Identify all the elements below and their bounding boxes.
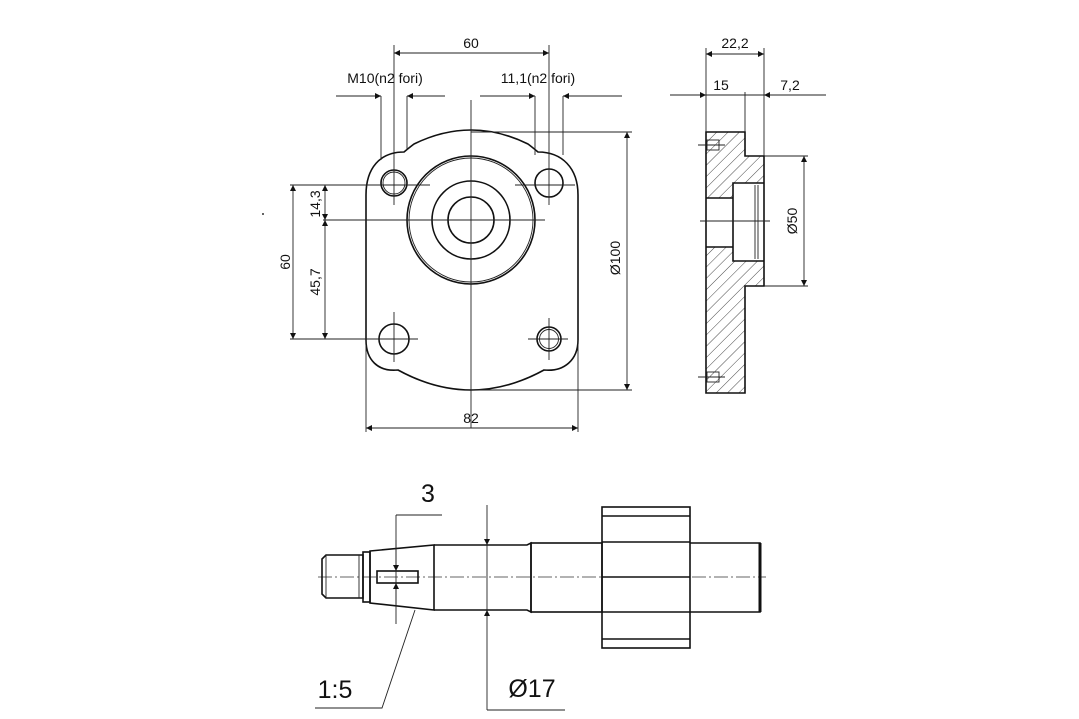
bore-outline — [706, 182, 764, 262]
dim-boss-thickness: 7,2 — [780, 77, 800, 93]
stray-dot — [262, 213, 264, 215]
shaft-end — [690, 542, 761, 613]
front-view: 60 M10(n2 fori) 11,1(n2 fori) 60 14,3 45… — [277, 35, 632, 432]
dim-boss-diameter: Ø50 — [784, 208, 800, 235]
shaft-view: 3 Ø17 1:5 — [315, 480, 766, 711]
dim-total-thickness: 22,2 — [721, 35, 748, 51]
dim-upper-offset: 14,3 — [307, 190, 323, 217]
dim-hole-spacing-top: 60 — [463, 35, 479, 51]
dim-key-width: 3 — [421, 480, 435, 508]
tapered-section — [369, 544, 435, 611]
dim-flange-thickness: 15 — [713, 77, 729, 93]
dim-width: 82 — [463, 410, 479, 426]
section-hatch — [706, 132, 764, 393]
threaded-end — [321, 554, 364, 599]
flange-outline — [365, 129, 579, 391]
dim-shaft-diameter: Ø17 — [508, 675, 555, 703]
side-section-view: 22,2 15 7,2 Ø50 — [670, 35, 826, 394]
dim-height-diameter: Ø100 — [607, 241, 623, 275]
dim-hole-spacing-left: 60 — [277, 254, 293, 270]
taper-leader — [315, 609, 416, 709]
shaft-journal — [434, 541, 532, 614]
dim-threaded-holes: M10(n2 fori) — [347, 70, 422, 86]
dim-taper: 1:5 — [318, 676, 353, 704]
dim-lower-offset: 45,7 — [307, 268, 323, 295]
shaft-step — [530, 542, 603, 613]
dim-through-holes: 11,1(n2 fori) — [501, 70, 575, 86]
